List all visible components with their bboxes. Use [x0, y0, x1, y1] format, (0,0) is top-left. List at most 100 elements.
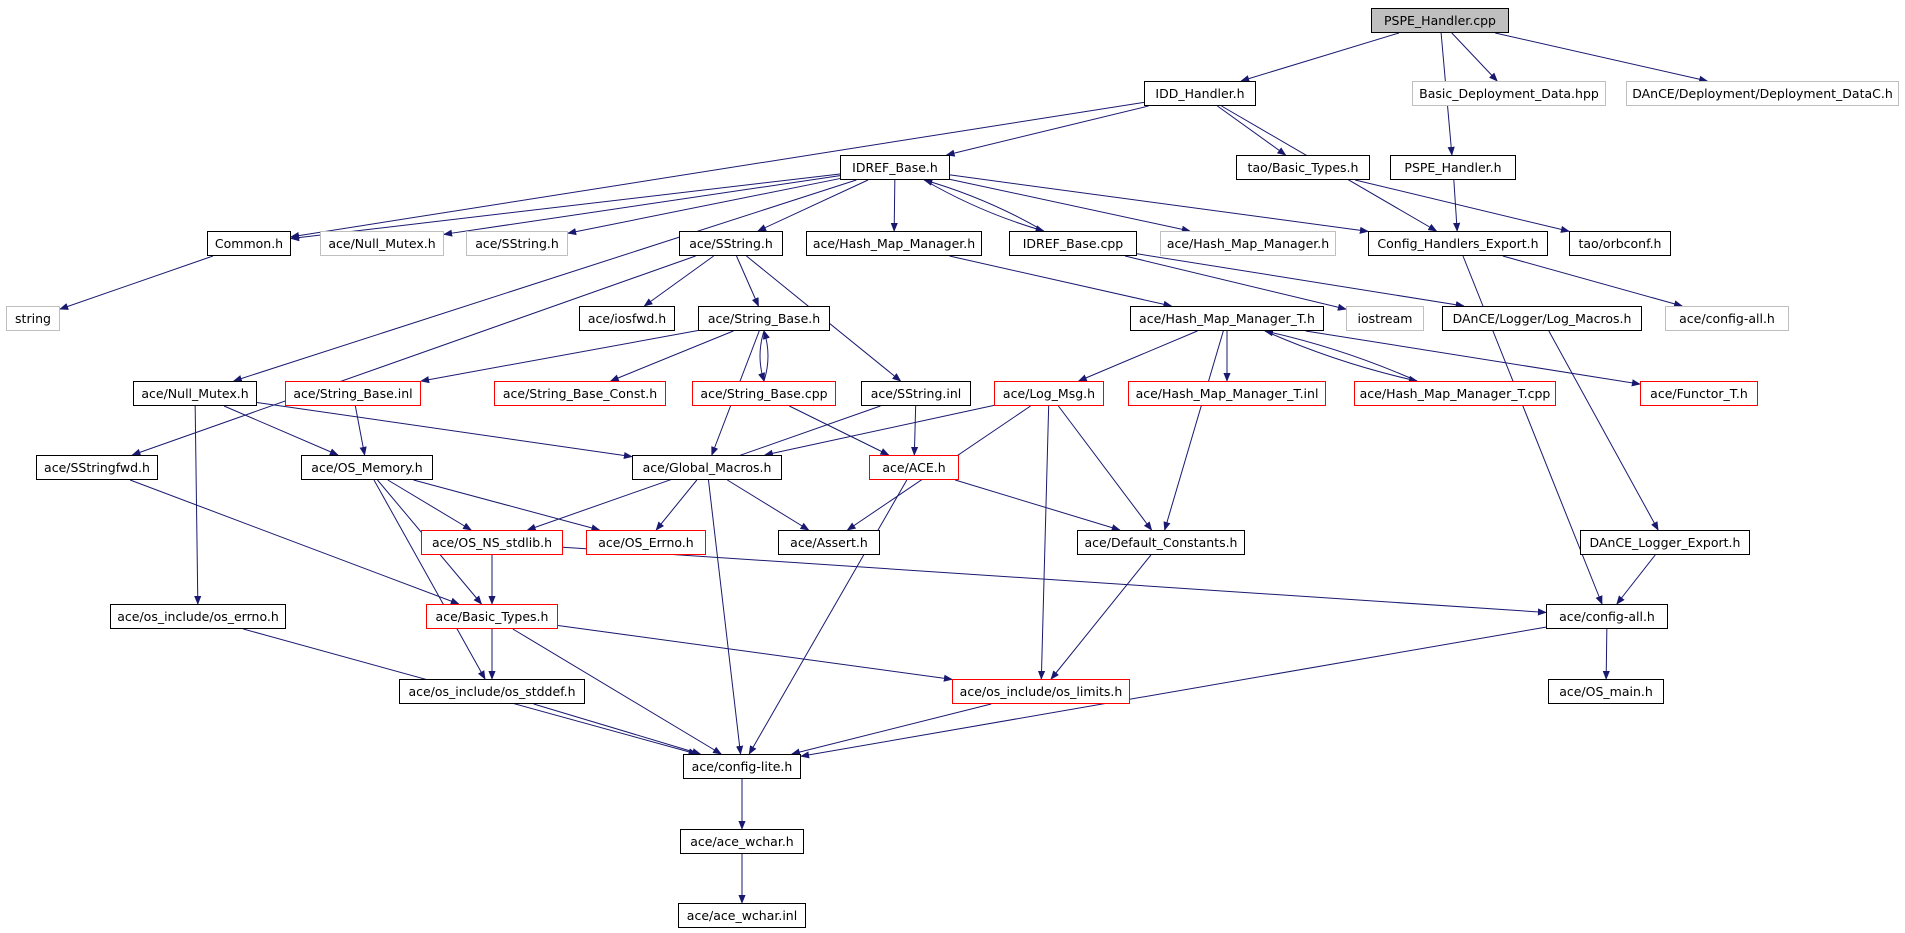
node-ace-null-mutex-h-missing: ace/Null_Mutex.h [320, 231, 444, 256]
edge-idref_base_h-to-ace_null_mutex_h_missing [443, 175, 841, 237]
node-ace-ace-wchar-h[interactable]: ace/ace_wchar.h [680, 829, 804, 854]
edge-ace_global_macros_h-to-ace_os_errno_h [655, 479, 698, 531]
node-tao-orbconf-h[interactable]: tao/orbconf.h [1569, 231, 1671, 256]
edge-dance_logger_export_h-to-ace_config_all_h [1616, 554, 1656, 605]
edge-ace_sstring_h-to-ace_sstringfwd_h [131, 255, 696, 456]
edge-idref_base_h-to-ace_hash_map_manager_h [890, 179, 898, 232]
node-ace-os-memory-h[interactable]: ace/OS_Memory.h [301, 455, 433, 480]
edge-pspe_handler_cpp-to-idd_handler_h [1240, 32, 1400, 83]
edge-idref_base_h-to-config_handlers_export_h [949, 174, 1369, 234]
node-ace-functor-t-h[interactable]: ace/Functor_T.h [1640, 381, 1758, 406]
edge-ace_basic_types_h-to-ace_config_lite_h [512, 628, 722, 755]
edge-ace_global_macros_h-to-ace_assert_h [727, 479, 810, 531]
edge-ace_global_macros_h-to-ace_config_lite_h [707, 479, 744, 755]
node-ace-os-include-os-limits-h[interactable]: ace/os_include/os_limits.h [952, 679, 1130, 704]
node-ace-config-lite-h[interactable]: ace/config-lite.h [683, 754, 801, 779]
edge-ace_os_ns_stdlib_h-to-ace_config_all_h [562, 546, 1547, 616]
edge-ace_ace_h-to-ace_default_constants_h [955, 479, 1121, 532]
node-ace-string-base-inl[interactable]: ace/String_Base.inl [285, 381, 421, 406]
node-ace-global-macros-h[interactable]: ace/Global_Macros.h [632, 455, 782, 480]
edge-pspe_handler_cpp-to-basic_deployment_data_hpp [1451, 32, 1498, 82]
node-ace-ace-wchar-inl[interactable]: ace/ace_wchar.inl [678, 903, 806, 928]
edge-pspe_handler_cpp-to-deployment_datac_h [1495, 32, 1709, 83]
node-ace-log-msg-h[interactable]: ace/Log_Msg.h [994, 381, 1104, 406]
edge-ace_string_base_h-to-ace_string_base_const_h [609, 330, 734, 382]
node-idref-base-h[interactable]: IDREF_Base.h [840, 155, 950, 180]
edge-ace_hash_map_manager_t_h-to-ace_log_msg_h [1077, 330, 1198, 382]
node-common-h[interactable]: Common.h [207, 231, 291, 256]
node-ace-sstring-inl[interactable]: ace/SString.inl [861, 381, 971, 406]
node-ace-hash-map-manager-t-inl[interactable]: ace/Hash_Map_Manager_T.inl [1128, 381, 1326, 406]
edge-idref_base_cpp-to-iostream [1124, 255, 1347, 311]
edge-idd_handler_h-to-common_h [290, 101, 1145, 240]
node-config-handlers-export-h[interactable]: Config_Handlers_Export.h [1368, 231, 1548, 256]
node-ace-assert-h[interactable]: ace/Assert.h [778, 530, 880, 555]
node-ace-sstring-h[interactable]: ace/SString.h [679, 231, 783, 256]
node-basic-deployment-data-hpp: Basic_Deployment_Data.hpp [1412, 81, 1606, 106]
edge-ace_hash_map_manager_t_cpp-to-ace_hash_map_manager_t_h [1264, 329, 1418, 382]
node-string: string [6, 306, 60, 331]
edge-ace_basic_types_h-to-ace_os_include_os_limits_h [557, 625, 953, 682]
node-ace-os-ns-stdlib-h[interactable]: ace/OS_NS_stdlib.h [421, 530, 563, 555]
edge-idref_base_h-to-ace_hash_map_manager_h_missing [949, 178, 1191, 233]
edge-ace_sstringfwd_h-to-ace_basic_types_h [129, 479, 460, 605]
node-ace-string-base-h[interactable]: ace/String_Base.h [698, 306, 830, 331]
node-ace-default-constants-h[interactable]: ace/Default_Constants.h [1077, 530, 1245, 555]
edge-ace_hash_map_manager_t_h-to-ace_hash_map_manager_t_cpp [1264, 330, 1418, 383]
edge-ace_config_all_h-to-ace_os_main_h [1602, 628, 1610, 680]
node-tao-basic-types-h[interactable]: tao/Basic_Types.h [1236, 155, 1370, 180]
node-idd-handler-h[interactable]: IDD_Handler.h [1144, 81, 1256, 106]
edge-ace_ace_h-to-ace_config_lite_h [748, 479, 908, 755]
node-ace-hash-map-manager-h[interactable]: ace/Hash_Map_Manager.h [806, 231, 982, 256]
edge-log_macros_h-to-dance_logger_export_h [1548, 330, 1659, 531]
edge-ace_os_memory_h-to-ace_os_include_os_stddef_h [373, 479, 486, 680]
edge-ace_os_include_os_limits_h-to-ace_config_lite_h [790, 703, 992, 756]
node-ace-ace-h[interactable]: ace/ACE.h [869, 455, 959, 480]
edge-ace_hash_map_manager_t_h-to-ace_functor_t_h [1305, 330, 1641, 387]
edge-ace_log_msg_h-to-ace_os_include_os_limits_h [1037, 405, 1050, 680]
node-ace-os-errno-h[interactable]: ace/OS_Errno.h [586, 530, 706, 555]
edge-idref_base_h-to-ace_sstring_h_missing [567, 178, 841, 236]
node-ace-os-include-os-stddef-h[interactable]: ace/os_include/os_stddef.h [399, 679, 585, 704]
edge-tao_basic_types_h-to-tao_orbconf_h [1355, 179, 1570, 233]
node-ace-config-all-h-missing: ace/config-all.h [1665, 306, 1789, 331]
node-idref-base-cpp[interactable]: IDREF_Base.cpp [1009, 231, 1137, 256]
edge-idref_base_h-to-ace_sstring_h [757, 179, 869, 232]
node-ace-string-base-cpp[interactable]: ace/String_Base.cpp [692, 381, 836, 406]
node-ace-sstring-h-missing: ace/SString.h [466, 231, 568, 256]
edge-ace_log_msg_h-to-ace_global_macros_h [763, 404, 995, 457]
node-ace-sstringfwd-h[interactable]: ace/SStringfwd.h [36, 455, 158, 480]
node-ace-os-include-os-errno-h[interactable]: ace/os_include/os_errno.h [110, 604, 286, 629]
edge-idref_base_h-to-ace_null_mutex_h [232, 179, 857, 382]
node-ace-string-base-const-h[interactable]: ace/String_Base_Const.h [494, 381, 666, 406]
node-ace-iosfwd-h[interactable]: ace/iosfwd.h [579, 306, 675, 331]
edge-ace_string_base_cpp-to-ace_string_base_h [763, 330, 770, 382]
edge-ace_string_base_h-to-ace_string_base_inl [420, 330, 699, 384]
node-ace-basic-types-h[interactable]: ace/Basic_Types.h [426, 604, 558, 629]
edge-pspe_handler_h-to-config_handlers_export_h [1453, 179, 1461, 232]
edge-ace_string_base_cpp-to-ace_ace_h [789, 405, 890, 456]
node-ace-hash-map-manager-t-cpp[interactable]: ace/Hash_Map_Manager_T.cpp [1354, 381, 1556, 406]
edge-ace_default_constants_h-to-ace_os_include_os_limits_h [1050, 554, 1152, 680]
edge-ace_os_memory_h-to-ace_os_errno_h [413, 479, 601, 532]
edge-ace_hash_map_manager_t_h-to-ace_default_constants_h [1163, 330, 1224, 531]
edge-ace_null_mutex_h-to-ace_global_macros_h [256, 401, 633, 460]
edge-idref_base_cpp-to-log_macros_h [1136, 253, 1465, 309]
edge-ace_sstring_h-to-ace_string_base_h [736, 255, 759, 307]
node-log-macros-h[interactable]: DAnCE/Logger/Log_Macros.h [1442, 306, 1642, 331]
edge-idd_handler_h-to-idref_base_h [945, 105, 1149, 157]
node-ace-hash-map-manager-t-h[interactable]: ace/Hash_Map_Manager_T.h [1130, 306, 1324, 331]
node-pspe-handler-h[interactable]: PSPE_Handler.h [1390, 155, 1516, 180]
edge-ace_os_memory_h-to-ace_os_ns_stdlib_h [387, 479, 472, 531]
node-dance-logger-export-h[interactable]: DAnCE_Logger_Export.h [1580, 530, 1750, 555]
edge-idref_base_h-to-idref_base_cpp [924, 179, 1045, 233]
edge-ace_config_all_h-to-ace_config_lite_h [800, 626, 1547, 759]
node-iostream: iostream [1346, 306, 1424, 331]
node-pspe-handler-cpp: PSPE_Handler.cpp [1371, 8, 1509, 33]
node-ace-os-main-h[interactable]: ace/OS_main.h [1548, 679, 1664, 704]
node-ace-null-mutex-h[interactable]: ace/Null_Mutex.h [133, 381, 257, 406]
node-ace-config-all-h[interactable]: ace/config-all.h [1546, 604, 1668, 629]
edge-ace_log_msg_h-to-ace_default_constants_h [1058, 405, 1153, 531]
